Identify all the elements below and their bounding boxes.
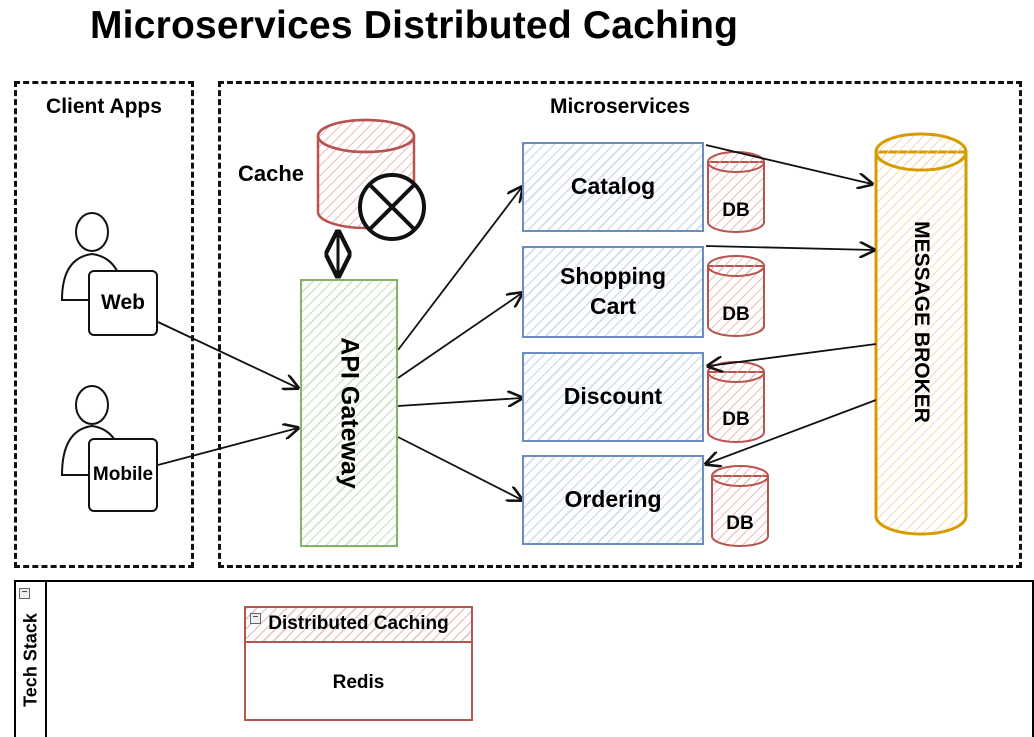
mobile-gateway-arrow [157, 428, 298, 466]
cache-disabled-icon [358, 173, 426, 241]
discount-service-box: Discount [522, 352, 704, 442]
api-gateway-label: API Gateway [335, 337, 364, 489]
db-label-catalog: DB [722, 200, 750, 221]
microservices-group [218, 81, 1022, 568]
redis-item: Redis [332, 672, 385, 693]
tech-stack-header [14, 580, 47, 737]
db-cylinder-cart [707, 255, 765, 337]
db-cylinder-catalog [707, 151, 765, 233]
web-client-box: Web [88, 270, 158, 336]
db-label-ordering: DB [726, 513, 754, 534]
distributed-caching-title: Distributed Caching [268, 613, 449, 634]
catalog-broker-arrow [705, 144, 872, 184]
microservices-label: Microservices [549, 95, 691, 118]
message-broker-label: MESSAGE BROKER [910, 221, 933, 423]
shopping-cart-label-line1: Shopping [559, 263, 667, 290]
broker-discount-arrow [708, 343, 877, 366]
db-cylinder-ordering [711, 465, 769, 547]
api-gateway-box: API Gateway [300, 279, 398, 547]
gateway-catalog-arrow [397, 187, 522, 351]
gateway-discount-arrow [397, 398, 522, 406]
mobile-client-label: Mobile [92, 464, 154, 485]
message-broker-cylinder [874, 132, 968, 536]
catalog-service-label: Catalog [570, 173, 656, 200]
cache-label: Cache [238, 161, 305, 186]
client-apps-label: Client Apps [46, 95, 162, 118]
distributed-caching-collapse-button[interactable]: − [250, 613, 261, 624]
page-title: Microservices Distributed Caching [90, 4, 739, 47]
tech-stack-panel [14, 580, 1034, 737]
discount-service-label: Discount [563, 383, 663, 410]
gateway-ordering-arrow [397, 436, 522, 500]
catalog-service-box: Catalog [522, 142, 704, 232]
broker-ordering-arrow [706, 399, 877, 464]
shopping-cart-label-line2: Cart [589, 293, 636, 319]
gateway-cart-arrow [397, 293, 522, 379]
mobile-client-box: Mobile [88, 438, 158, 512]
db-label-discount: DB [722, 409, 750, 430]
tech-stack-label: Tech Stack [20, 613, 41, 707]
ordering-service-box: Ordering [522, 455, 704, 545]
web-client-label: Web [101, 291, 145, 314]
tech-stack-collapse-button[interactable]: − [19, 588, 30, 599]
db-label-cart: DB [722, 304, 750, 325]
shopping-cart-service-box: Shopping Cart [522, 246, 704, 338]
distributed-caching-header [244, 606, 473, 643]
cart-broker-arrow [705, 246, 874, 250]
ordering-service-label: Ordering [564, 486, 662, 513]
web-gateway-arrow [157, 321, 298, 388]
client-apps-group [14, 81, 194, 568]
